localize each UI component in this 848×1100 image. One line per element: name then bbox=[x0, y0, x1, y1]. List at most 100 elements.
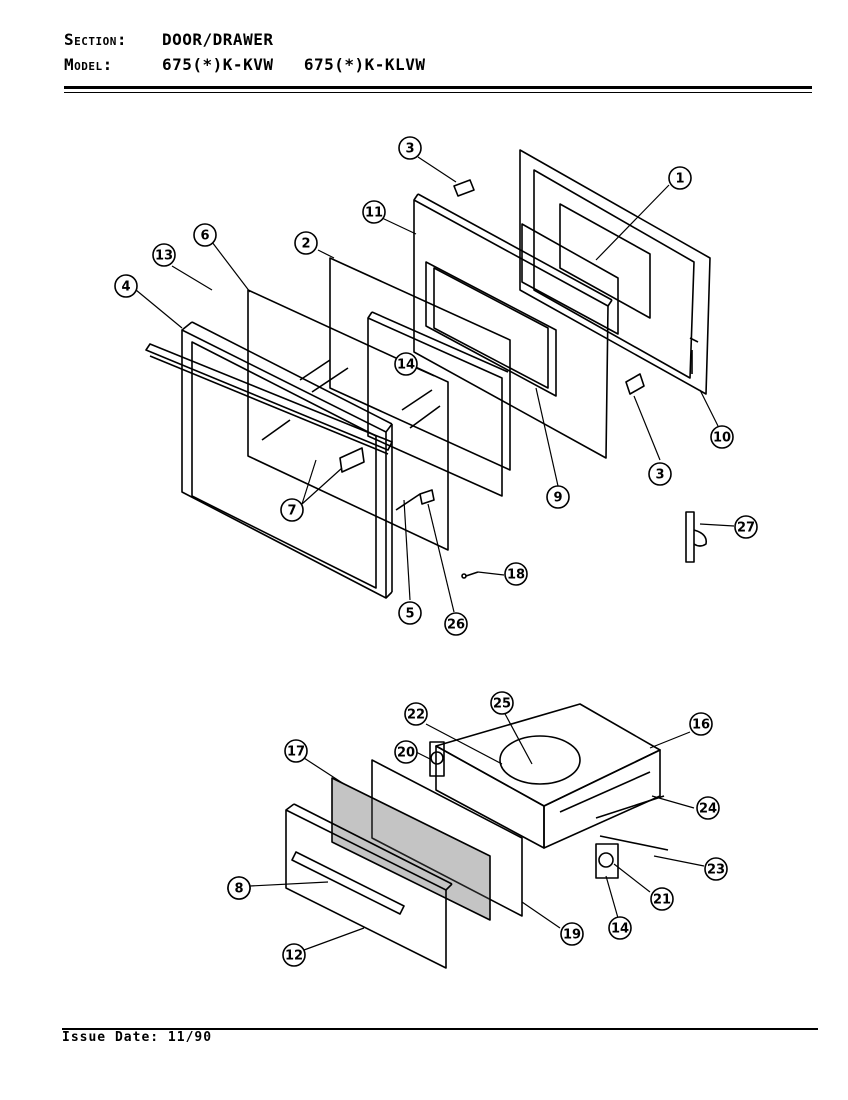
callout-number: 25 bbox=[493, 697, 511, 712]
callout-circle bbox=[227, 876, 251, 900]
callout-circle bbox=[114, 274, 138, 298]
callout-18: 18 bbox=[504, 562, 528, 586]
latch-assembly bbox=[685, 511, 708, 563]
callout-24: 24 bbox=[696, 796, 720, 820]
callout-number: 18 bbox=[507, 568, 525, 583]
callout-number: 8 bbox=[234, 882, 243, 897]
screw-18 bbox=[461, 571, 479, 579]
section-label: Section: bbox=[64, 30, 128, 49]
callout-5: 5 bbox=[398, 601, 422, 625]
callout-circle bbox=[710, 425, 734, 449]
callout-circle bbox=[294, 231, 318, 255]
callout-11: 11 bbox=[362, 200, 386, 224]
callout-number: 14 bbox=[397, 358, 415, 373]
door-liner-glass bbox=[521, 223, 619, 335]
latch-plate bbox=[419, 489, 435, 505]
callout-23: 23 bbox=[704, 857, 728, 881]
header-rule-thick bbox=[64, 86, 812, 89]
section-line: Section: DOOR/DRAWER bbox=[64, 30, 273, 49]
callout-number: 23 bbox=[707, 863, 725, 878]
callout-number: 24 bbox=[699, 802, 717, 817]
callout-number: 6 bbox=[200, 229, 209, 244]
callout-13: 13 bbox=[152, 243, 176, 267]
callout-number: 26 bbox=[447, 618, 465, 633]
callout-number: 20 bbox=[397, 746, 415, 761]
heat-shield bbox=[367, 311, 509, 497]
callout-14: 14 bbox=[394, 352, 418, 376]
footer-rule bbox=[62, 1028, 818, 1030]
section-value: DOOR/DRAWER bbox=[162, 30, 274, 49]
issue-date-label: Issue Date: bbox=[62, 1030, 160, 1045]
callout-26: 26 bbox=[444, 612, 468, 636]
callout-number: 27 bbox=[737, 521, 755, 536]
callout-number: 5 bbox=[405, 607, 414, 622]
callout-10: 10 bbox=[710, 425, 734, 449]
drawer-body bbox=[435, 703, 661, 849]
callout-number: 3 bbox=[405, 142, 414, 157]
callout-circle bbox=[394, 352, 418, 376]
model-line: Model: 675(*)K-KVW 675(*)K-KLVW bbox=[64, 55, 425, 74]
callout-number: 9 bbox=[553, 491, 562, 506]
header-rule-thin bbox=[64, 92, 812, 93]
callout-circle bbox=[284, 739, 308, 763]
callout-circle bbox=[608, 916, 632, 940]
callout-circle bbox=[696, 796, 720, 820]
callout-27: 27 bbox=[734, 515, 758, 539]
callout-circle bbox=[650, 887, 674, 911]
callout-6: 6 bbox=[193, 223, 217, 247]
drawer-roller-right bbox=[595, 843, 619, 879]
callout-4: 4 bbox=[114, 274, 138, 298]
issue-date: Issue Date: 11/90 bbox=[62, 1030, 212, 1045]
inner-door-panel bbox=[413, 193, 613, 459]
callout-number: 21 bbox=[653, 893, 671, 908]
callout-number: 16 bbox=[692, 718, 710, 733]
callout-circle bbox=[362, 200, 386, 224]
inner-glass bbox=[329, 257, 511, 471]
callout-25: 25 bbox=[490, 691, 514, 715]
hinge-bracket-right bbox=[625, 373, 645, 395]
callout-8: 8 bbox=[227, 876, 251, 900]
door-liner bbox=[519, 149, 711, 395]
outer-door-frame bbox=[181, 321, 393, 599]
hinge-bracket-top bbox=[453, 179, 475, 197]
callout-circle bbox=[668, 166, 692, 190]
callout-circle bbox=[152, 243, 176, 267]
callout-number: 13 bbox=[155, 249, 173, 264]
callout-circle bbox=[560, 922, 584, 946]
callout-21: 21 bbox=[650, 887, 674, 911]
callout-17: 17 bbox=[284, 739, 308, 763]
callout-12: 12 bbox=[282, 943, 306, 967]
callout-3: 3 bbox=[398, 136, 422, 160]
callout-number: 4 bbox=[121, 280, 130, 295]
callout-circle bbox=[704, 857, 728, 881]
callout-number: 11 bbox=[365, 206, 383, 221]
part-callouts: 1233456789101112131414161718192021222324… bbox=[114, 136, 758, 967]
callout-20: 20 bbox=[394, 740, 418, 764]
callout-number: 2 bbox=[301, 237, 310, 252]
callout-number: 14 bbox=[611, 922, 629, 937]
callout-3: 3 bbox=[648, 462, 672, 486]
callout-number: 10 bbox=[713, 431, 731, 446]
drawer-inner-panel bbox=[371, 759, 523, 917]
leader-lines bbox=[135, 156, 735, 951]
callout-circle bbox=[404, 702, 428, 726]
drawer-slide-rail bbox=[595, 795, 669, 851]
model-value: 675(*)K-KVW 675(*)K-KLVW bbox=[162, 55, 426, 74]
callout-14: 14 bbox=[608, 916, 632, 940]
callout-number: 1 bbox=[675, 172, 684, 187]
callout-circle bbox=[444, 612, 468, 636]
callout-number: 19 bbox=[563, 928, 581, 943]
callout-number: 7 bbox=[287, 504, 296, 519]
callout-number: 12 bbox=[285, 949, 303, 964]
callout-circle bbox=[689, 712, 713, 736]
callout-19: 19 bbox=[560, 922, 584, 946]
handle-bracket bbox=[339, 447, 365, 473]
model-label: Model: bbox=[64, 55, 113, 74]
callout-circle bbox=[398, 136, 422, 160]
callout-circle bbox=[648, 462, 672, 486]
callout-number: 3 bbox=[655, 468, 664, 483]
window-frame bbox=[433, 267, 549, 389]
callout-22: 22 bbox=[404, 702, 428, 726]
drawer-front-panel bbox=[285, 803, 453, 969]
